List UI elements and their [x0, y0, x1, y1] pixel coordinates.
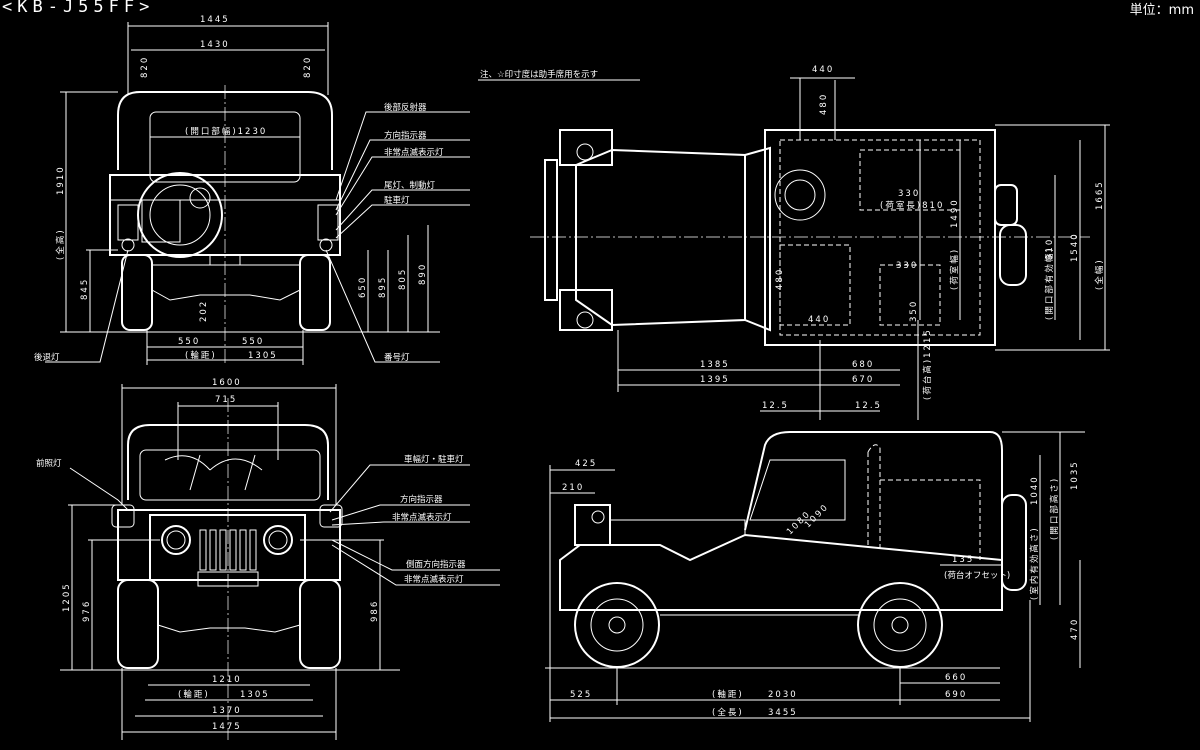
part-label: 車幅灯・駐車灯 [404, 454, 464, 465]
dim-label: 910 [1045, 238, 1055, 260]
dim-label: 820 [303, 56, 313, 78]
dim-label: 470 [1070, 618, 1080, 640]
dim-label: 480 [819, 93, 829, 115]
part-label: 後部反射器 [384, 102, 427, 113]
dim-label: 202 [199, 300, 209, 322]
dim-label: (室内有効高さ) [1029, 526, 1040, 600]
dim-label: 820 [140, 56, 150, 78]
dim-label: 2030 [768, 690, 798, 700]
dim-label: 550 [178, 337, 200, 347]
part-label: 前照灯 [36, 458, 62, 469]
dim-label: 1600 [212, 378, 242, 388]
part-label: 方向指示器 [400, 494, 443, 505]
part-label: 非常点滅表示灯 [404, 574, 464, 585]
part-label: 尾灯、制動灯 [384, 180, 436, 191]
dim-label: (荷室長)810 [880, 200, 944, 211]
dim-label: (輪距) [185, 350, 217, 361]
unit-label: 単位：mm [1129, 3, 1194, 18]
part-label: 駐車灯 [384, 195, 410, 206]
model-title: <KB-J55FF> [2, 0, 155, 17]
dim-label: 1490 [950, 198, 960, 228]
note-text: 注、☆印寸度は助手席用を示す [480, 69, 598, 80]
rear-view-text: 1445 1430 820 820 (開口部幅)1230 1910 (全高) 8… [34, 15, 444, 363]
part-label: 非常点滅表示灯 [392, 512, 452, 523]
dim-label: 3455 [768, 708, 798, 718]
dim-label: (開口部高さ) [1049, 477, 1060, 540]
dim-label: 1540 [1070, 232, 1080, 262]
top-view-text: 注、☆印寸度は助手席用を示す 440 480 330 (荷室長)810 1490… [480, 65, 1105, 411]
dim-label: 330 [896, 261, 918, 271]
part-label: 方向指示器 [384, 130, 427, 141]
dim-label: 890 [418, 263, 428, 285]
top-view-drawing [478, 77, 1110, 420]
dim-label: 1205 [62, 582, 72, 612]
dim-label: 895 [378, 276, 388, 298]
dim-label: 670 [852, 375, 874, 385]
dim-label: 1040 [1030, 475, 1040, 505]
dim-label: (荷台高)1215 [922, 328, 933, 400]
dim-label: 1210 [212, 675, 242, 685]
dim-label: 330 [898, 189, 920, 199]
part-label: 番号灯 [384, 352, 410, 363]
dim-label: 1385 [700, 360, 730, 370]
dim-label: 1665 [1095, 180, 1105, 210]
dim-label: 1475 [212, 722, 242, 732]
dim-label: 1035 [1070, 460, 1080, 490]
dim-label: (荷室幅) [949, 248, 960, 290]
dim-label: 1910 [56, 165, 66, 195]
dim-label: 805 [398, 268, 408, 290]
dim-label: 690 [945, 690, 967, 700]
dim-label: 12.5 [855, 401, 882, 411]
dim-label: 1305 [240, 690, 270, 700]
dim-label: 845 [80, 278, 90, 300]
dim-label: 135 [952, 555, 974, 565]
part-label: 側面方向指示器 [406, 559, 466, 570]
dim-label: 210 [562, 483, 584, 493]
front-view-drawing [60, 384, 500, 740]
dim-label: 480 [775, 268, 785, 290]
dim-label: 425 [575, 459, 597, 469]
dim-label: 550 [242, 337, 264, 347]
dim-label: 680 [852, 360, 874, 370]
part-label: 後退灯 [34, 352, 60, 363]
dim-label: 1445 [200, 15, 230, 25]
dim-label: 650 [358, 276, 368, 298]
dim-label: 440 [808, 315, 830, 325]
dim-label: 12.5 [762, 401, 789, 411]
side-view-drawing [545, 431, 1085, 722]
dim-label: 986 [370, 600, 380, 622]
dim-label: (全幅) [1094, 258, 1105, 290]
dim-label: 715 [215, 395, 237, 405]
dim-label: 1430 [200, 40, 230, 50]
dim-label: 525 [570, 690, 592, 700]
dim-label: (開口部有効幅) [1044, 246, 1055, 320]
dim-label: 350 [909, 300, 919, 322]
dim-label: 1370 [212, 706, 242, 716]
dim-label: (開口部幅)1230 [185, 126, 267, 137]
dim-label: (荷台オフセット) [944, 570, 1010, 581]
dim-label: (軸距) [712, 689, 744, 700]
dim-label: 1305 [248, 351, 278, 361]
dim-label: 660 [945, 673, 967, 683]
dim-label: 440 [812, 65, 834, 75]
front-view-text: 1600 715 1205 976 986 1210 (輪距) 1305 137… [36, 378, 466, 732]
dim-label: (輪距) [178, 689, 210, 700]
dim-label: 976 [82, 600, 92, 622]
rear-view-drawing [45, 22, 470, 365]
dim-label: (全高) [55, 228, 66, 260]
dim-label: (全長) [712, 707, 744, 718]
part-label: 非常点滅表示灯 [384, 147, 444, 158]
dim-label: 1395 [700, 375, 730, 385]
